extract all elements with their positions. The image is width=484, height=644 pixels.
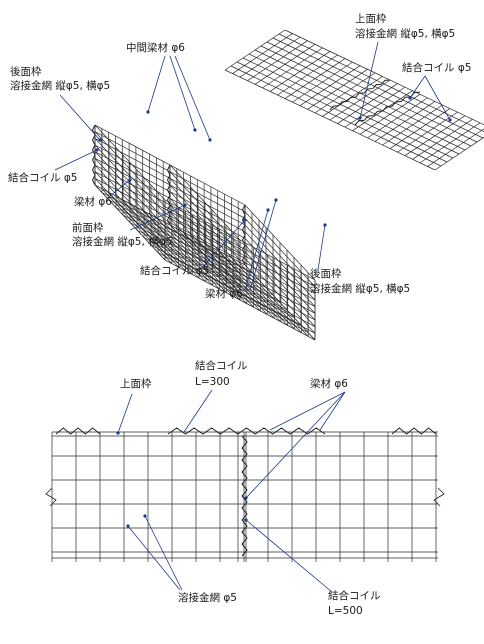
mesh-wire	[435, 130, 484, 170]
leader-dot	[95, 148, 98, 151]
lid-panel	[225, 30, 484, 170]
label-back-frame-left-spec: 溶接金網 縦φ5, 横φ5	[10, 80, 110, 93]
leader-coil-top-right	[425, 76, 450, 120]
leader-dot	[244, 496, 247, 499]
label-top-frame: 上面枠	[355, 13, 387, 26]
leader-dot	[274, 198, 277, 201]
mesh-wire	[231, 66, 441, 166]
leader-dot	[408, 96, 411, 99]
mesh-wire	[267, 42, 477, 142]
label-front-frame-spec: 溶接金網 縦φ5, 横φ5	[72, 236, 172, 249]
leader-dot	[146, 110, 149, 113]
label-back-frame-right: 後面枠	[310, 268, 342, 281]
leader-lower-beam	[320, 392, 345, 430]
leader-dot	[126, 524, 129, 527]
label-coil-top-right: 結合コイル φ5	[402, 62, 471, 75]
label-front-frame: 前面枠	[72, 222, 104, 235]
mesh-wire	[261, 46, 471, 146]
leader-back-frame-left	[60, 95, 100, 140]
label-coil-500-length: L=500	[328, 605, 363, 618]
leader-beam-bottom	[250, 200, 276, 290]
label-coil-left: 結合コイル φ5	[8, 172, 77, 185]
mesh-layer	[46, 30, 484, 562]
label-lower-beam: 梁材 φ6	[310, 378, 348, 391]
label-coil-300: 結合コイル	[195, 360, 248, 373]
mesh-wire	[225, 70, 435, 170]
label-lower-top-frame: 上面枠	[120, 378, 152, 391]
leader-back-frame-right	[318, 225, 325, 270]
leader-dot	[98, 138, 101, 141]
leader-coil-500	[246, 520, 332, 592]
leader-dot	[448, 118, 451, 121]
leader-dot	[208, 138, 211, 141]
label-back-frame-left: 後面枠	[10, 66, 42, 79]
label-coil-bottom: 結合コイル φ5	[140, 265, 209, 278]
break-mark-right	[434, 488, 444, 506]
leader-dot	[244, 518, 247, 521]
plan-coil-top	[392, 428, 436, 434]
leader-dot	[143, 514, 146, 517]
leader-intermediate-beam	[175, 56, 210, 140]
leader-intermediate-beam	[170, 56, 195, 130]
leader-coil-300	[184, 390, 212, 432]
mesh-wire	[273, 38, 483, 138]
label-intermediate-beam: 中間梁材 φ6	[126, 42, 185, 55]
leader-line-layer	[55, 42, 452, 592]
leader-dot	[266, 208, 269, 211]
leader-dot	[358, 116, 361, 119]
leader-dot	[116, 431, 119, 434]
box-corner-coil	[243, 205, 246, 265]
label-top-frame-spec: 溶接金網 縦φ5, 横φ5	[355, 28, 455, 41]
leader-dot	[243, 218, 246, 221]
leader-dot	[128, 178, 131, 181]
label-lower-mesh: 溶接金網 φ5	[178, 592, 237, 605]
plan-coil-top	[56, 428, 100, 434]
box-partition-coil	[168, 165, 171, 225]
label-beam: 梁材 φ6	[74, 196, 112, 209]
leader-lower-beam	[270, 392, 345, 430]
leader-dot	[193, 128, 196, 131]
box-right-panel	[245, 205, 315, 340]
mesh-wire	[237, 62, 447, 162]
leader-lower-beam	[246, 392, 345, 498]
mesh-wire	[428, 126, 484, 166]
leader-intermediate-beam	[148, 56, 165, 112]
lid-coil	[330, 80, 390, 110]
break-mark-left	[46, 488, 56, 506]
leader-dot	[183, 203, 186, 206]
leader-lower-mesh	[145, 516, 182, 590]
leader-coil-left	[55, 150, 97, 170]
label-coil-300-length: L=300	[195, 376, 230, 389]
label-beam-bottom: 梁材 φ6	[205, 288, 243, 301]
plan-coil-top	[168, 428, 325, 434]
label-coil-500: 結合コイル	[328, 590, 381, 603]
leader-dot	[323, 223, 326, 226]
leader-lower-top-frame	[118, 394, 132, 433]
label-back-frame-right-spec: 溶接金網 縦φ5, 横φ5	[310, 283, 410, 296]
leader-coil-top-right	[410, 76, 425, 98]
